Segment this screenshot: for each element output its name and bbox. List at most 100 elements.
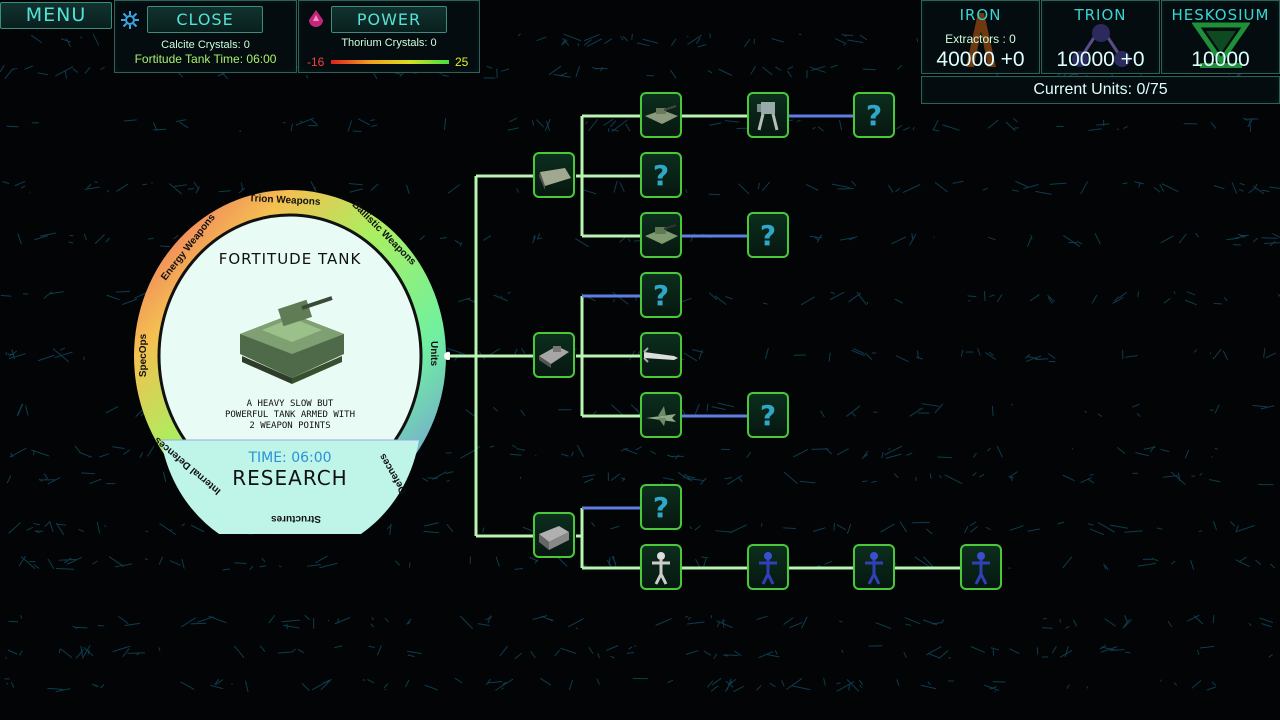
background-strand: [761, 181, 771, 192]
locked-unknown-icon: ?: [653, 279, 669, 312]
tree-node-fortitude-tank[interactable]: [640, 212, 682, 258]
background-strand: [180, 681, 195, 690]
background-strand: [762, 302, 768, 305]
tree-node-locked-6[interactable]: ?: [640, 484, 682, 530]
background-strand: [1170, 560, 1176, 565]
background-strand: [1191, 679, 1202, 689]
iron-icon: [966, 13, 996, 67]
background-strand: [1226, 237, 1240, 241]
background-strand: [1065, 626, 1070, 629]
tree-node-locked-5[interactable]: ?: [747, 392, 789, 438]
background-strand: [173, 234, 179, 240]
background-strand: [667, 679, 674, 684]
background-strand: [1103, 563, 1107, 570]
background-strand: [14, 180, 26, 187]
background-strand: [1084, 410, 1087, 414]
background-strand: [603, 118, 614, 126]
background-strand: [88, 455, 93, 458]
tree-node-infantry-3[interactable]: [853, 544, 895, 590]
background-strand: [1051, 646, 1057, 654]
background-strand: [1237, 233, 1245, 239]
background-strand: [1138, 182, 1141, 188]
tree-node-locked-3[interactable]: ?: [747, 212, 789, 258]
fortitude-tank-icon: [645, 224, 678, 244]
background-strand: [1097, 522, 1116, 533]
background-strand: [927, 652, 941, 659]
background-strand: [1009, 648, 1020, 654]
background-strand: [1013, 127, 1019, 129]
tree-node-locked-4[interactable]: ?: [640, 272, 682, 318]
background-strand: [282, 624, 300, 629]
locked-unknown-icon: ?: [760, 399, 776, 432]
background-strand: [159, 522, 177, 536]
background-strand: [1137, 562, 1157, 567]
background-strand: [583, 478, 594, 484]
tree-node-infantry-4[interactable]: [960, 544, 1002, 590]
background-strand: [1238, 189, 1244, 192]
menu-button[interactable]: MENU: [0, 2, 112, 29]
background-strand: [1211, 681, 1217, 686]
background-strand: [495, 556, 500, 567]
tree-node-root-1[interactable]: [533, 152, 575, 198]
tree-node-tank[interactable]: [640, 92, 682, 138]
background-strand: [1212, 348, 1222, 360]
background-strand: [244, 680, 249, 693]
background-strand: [687, 621, 705, 625]
tree-node-root-2[interactable]: [533, 332, 575, 378]
background-strand: [711, 406, 726, 411]
power-button[interactable]: POWER: [331, 6, 447, 33]
background-strand: [983, 290, 986, 302]
tree-node-root-3[interactable]: [533, 512, 575, 558]
background-strand: [620, 447, 629, 452]
svg-text:?: ?: [653, 279, 669, 312]
tree-node-locked-1[interactable]: ?: [853, 92, 895, 138]
background-strand: [306, 564, 322, 567]
close-button[interactable]: CLOSE: [147, 6, 263, 33]
background-strand: [1027, 528, 1040, 532]
background-strand: [195, 186, 200, 194]
background-strand: [771, 38, 784, 43]
background-strand: [1259, 617, 1274, 624]
tree-node-infantry-1[interactable]: [640, 544, 682, 590]
background-strand: [619, 236, 626, 243]
background-strand: [152, 122, 158, 131]
background-strand: [384, 617, 389, 623]
background-strand: [531, 119, 535, 126]
background-strand: [500, 68, 510, 72]
background-strand: [931, 622, 943, 625]
background-strand: [441, 74, 449, 77]
background-strand: [1123, 126, 1128, 129]
tree-node-mech[interactable]: [747, 92, 789, 138]
research-button[interactable]: RESEARCH: [232, 466, 348, 490]
background-strand: [990, 647, 1000, 651]
heskosium-title: HESKOSIUM: [1171, 6, 1270, 24]
background-strand: [695, 558, 701, 569]
trion-panel: TRION 10000 +0: [1041, 0, 1160, 74]
background-strand: [43, 473, 49, 480]
tree-node-locked-2[interactable]: ?: [640, 152, 682, 198]
background-strand: [985, 352, 997, 360]
background-strand: [12, 67, 18, 71]
background-strand: [655, 618, 672, 626]
background-strand: [1042, 617, 1047, 620]
background-strand: [674, 454, 680, 460]
background-strand: [694, 403, 700, 415]
tree-node-infantry-2[interactable]: [747, 544, 789, 590]
background-strand: [996, 445, 1003, 458]
background-strand: [116, 183, 129, 192]
background-strand: [55, 523, 66, 526]
background-strand: [1269, 563, 1276, 569]
background-strand: [105, 406, 119, 414]
background-strand: [724, 476, 732, 480]
background-strand: [964, 526, 969, 534]
background-strand: [334, 645, 343, 649]
background-strand: [301, 682, 310, 692]
tree-node-aircraft[interactable]: [640, 392, 682, 438]
background-strand: [278, 565, 282, 568]
background-strand: [37, 72, 49, 76]
background-strand: [1035, 190, 1052, 195]
tree-node-missile[interactable]: [640, 332, 682, 378]
background-strand: [93, 684, 98, 688]
background-strand: [290, 123, 293, 132]
background-strand: [846, 405, 861, 417]
